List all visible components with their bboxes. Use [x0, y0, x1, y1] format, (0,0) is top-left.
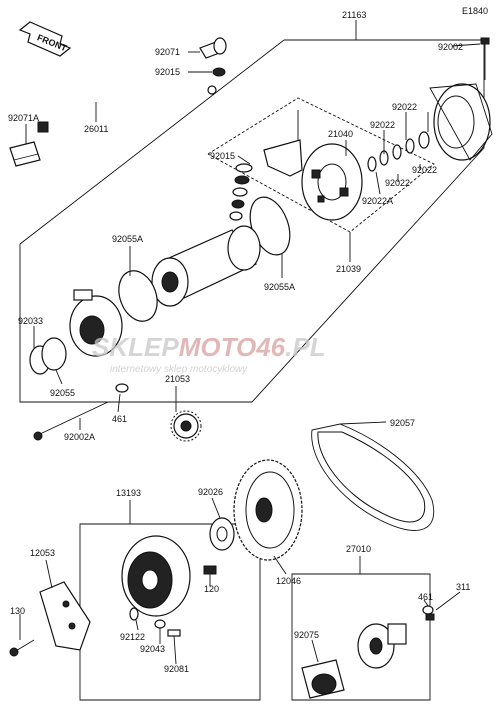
part-label: 92022 [392, 102, 417, 112]
part-92075-boot [301, 659, 345, 699]
part-label: 92002A [64, 432, 95, 442]
part-label: 27010 [346, 544, 371, 554]
part-front-cover [69, 289, 123, 357]
part-label: 92026 [198, 487, 223, 497]
part-label: 92015 [155, 67, 180, 77]
part-label: 92071 [155, 47, 180, 57]
front-arrow-icon: FRONT [18, 21, 72, 57]
part-92081-spring [167, 629, 181, 637]
part-label: 92057 [390, 418, 415, 428]
part-311-nut [425, 613, 435, 621]
part-label: 21163 [342, 10, 366, 20]
part-21053-gear [170, 410, 202, 442]
part-13193-starter-clutch [121, 535, 191, 617]
clutch-group-outline [79, 523, 261, 701]
part-label: 461 [418, 592, 433, 602]
part-92071 [199, 37, 227, 77]
watermark-part3: 46 [255, 332, 285, 362]
watermark-part4: .PL [285, 332, 325, 362]
part-27010-starter-relay [357, 623, 407, 669]
watermark-part1: SKLEP [92, 332, 179, 362]
part-92015-stack [229, 163, 253, 221]
part-label: 92022 [412, 165, 437, 175]
part-label: 92022 [385, 178, 410, 188]
part-92002A-bolt [33, 401, 109, 441]
part-120-bolt [203, 565, 217, 586]
part-461-washer-relay [422, 605, 434, 615]
part-label: 12053 [30, 548, 55, 558]
part-92057-chain [311, 423, 435, 531]
part-labels: 21163 92002 92071 92015 92071A 26011 920… [8, 10, 470, 674]
part-brush-holder [263, 110, 303, 177]
relay-group-outline [291, 573, 431, 701]
part-12046-sprocket [233, 459, 303, 561]
part-label: 92002 [438, 42, 463, 52]
part-label: 92055A [264, 282, 295, 292]
part-label: 92022A [362, 196, 393, 206]
part-461-washer [115, 383, 129, 393]
part-92043-pin [154, 619, 166, 629]
part-label: 92081 [164, 664, 189, 674]
part-92071A-boot [9, 141, 41, 167]
part-92122-roller [129, 607, 139, 621]
leader-lines [19, 20, 481, 665]
part-label: 21039 [336, 264, 361, 274]
part-label: 92022 [370, 120, 395, 130]
part-label: 26011 [84, 124, 108, 134]
part-label: 21040 [328, 129, 353, 139]
part-130-bolt [9, 639, 35, 657]
svg-text:SKLEPMOTO46.PL: SKLEPMOTO46.PL [92, 332, 326, 362]
part-label: 311 [456, 582, 470, 592]
part-label: 92075 [294, 630, 319, 640]
part-label: 21053 [165, 374, 190, 384]
watermark: SKLEPMOTO46.PL internetowy sklep motocyk… [92, 332, 326, 375]
part-label: 92033 [18, 316, 43, 326]
part-label: 461 [112, 414, 127, 424]
part-label: 92055A [112, 234, 143, 244]
part-92055A-oring-left [118, 270, 158, 322]
part-12053-bracket [39, 581, 91, 651]
part-label: 120 [204, 584, 219, 594]
part-label: 92122 [120, 632, 145, 642]
brush-group-outline [207, 97, 435, 233]
part-label: 92015 [210, 151, 235, 161]
washers-92022 [367, 131, 430, 172]
part-label: 92071A [8, 113, 39, 123]
part-26011-lead-wire [37, 85, 217, 133]
part-21163-rear-cover [429, 83, 493, 161]
watermark-part2: MOTO [179, 332, 257, 362]
part-92055-seal [41, 337, 67, 371]
part-label: 92055 [50, 388, 75, 398]
watermark-tagline: internetowy sklep motocyklowy [110, 364, 248, 375]
part-starter-yoke [151, 225, 261, 307]
part-92002-bolt [480, 37, 490, 80]
part-21039-brush-plate [301, 143, 363, 221]
part-label: 13193 [116, 488, 141, 498]
part-92026-hole [216, 526, 228, 542]
diagram-code: E1840 [462, 6, 488, 16]
part-label: 92043 [140, 644, 165, 654]
part-label: 130 [10, 606, 25, 616]
part-label: 12046 [276, 576, 301, 586]
